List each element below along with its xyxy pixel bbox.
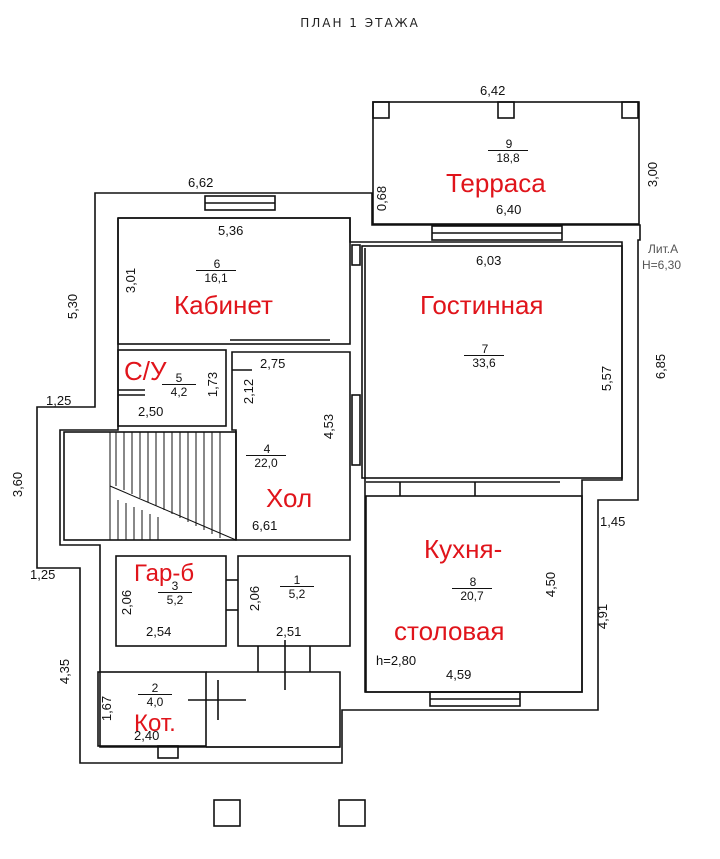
terrace-post-right [621,101,639,119]
room-number: 3 [171,579,179,593]
dim-terrace-inner: 6,40 [496,202,522,217]
boiler-wall [97,671,207,747]
dim-top-left: 6,62 [188,175,214,190]
dim-left-step2: 1,25 [30,567,56,582]
dim-right-lower: 4,91 [595,603,611,630]
dim-kitchen-width: 4,59 [446,667,472,682]
wc-wall [117,349,227,427]
room-label-kitchen-line2: столовая [394,616,505,646]
room-number: 4 [263,442,271,456]
dim-terrace-side: 0,68 [374,185,390,212]
dim-room1-depth: 2,06 [247,585,263,612]
terrace-post-mid [497,101,515,119]
room-number: 5 [175,371,183,385]
room-area: 33,6 [464,355,504,370]
room-label-garb: Гар-б [134,560,195,587]
garb-wall [115,555,227,647]
dim-left-upper: 5,30 [65,293,81,320]
dim-height-total: H=6,30 [642,258,682,272]
outer-wall [36,192,641,764]
dim-left-lower: 4,35 [57,658,73,685]
room-area: 20,7 [452,588,492,603]
room-label-terrace: Терраса [446,168,546,198]
dim-left-mid: 3,60 [10,471,26,498]
dim-right-upper: 6,85 [653,353,669,380]
room-label-wc: С/У [124,356,167,386]
dim-lit: Лит.А [648,242,679,256]
dim-office-width: 5,36 [218,223,244,238]
room-area: 4,0 [138,694,172,709]
room-area: 22,0 [246,455,286,470]
room-area: 18,8 [488,150,528,165]
room-area: 4,2 [162,384,196,399]
dim-hall-width: 6,61 [252,518,278,533]
porch-wall [206,671,341,748]
terrace-post-left [372,101,390,119]
dim-hall-small: 2,12 [241,378,257,405]
room-number: 6 [213,257,221,271]
room-label-boiler: Кот. [134,710,176,737]
room-number: 8 [469,575,477,589]
dim-terrace-top: 6,42 [480,83,506,98]
living-wall [361,245,623,479]
room-number: 7 [481,342,489,356]
dim-boiler-width: 2,40 [134,728,160,743]
step-right [338,799,366,827]
dim-garb-depth: 2,06 [119,589,135,616]
room-label-living: Гостинная [420,290,544,320]
dim-left-step1: 1,25 [46,393,72,408]
office-wall [117,217,351,345]
dim-hall-top: 2,75 [260,356,286,371]
dim-hall-depth: 4,53 [321,413,337,440]
dim-living-depth: 5,57 [599,365,615,392]
plan-title: ПЛАН 1 ЭТАЖА [300,16,420,30]
room-label-office: Кабинет [174,290,273,320]
dim-right-step: 1,45 [600,514,626,529]
room-number: 1 [293,573,301,587]
dim-terrace-right: 3,00 [645,161,661,188]
room-area: 5,2 [158,592,192,607]
room-label-kitchen-line1: Кухня- [424,534,503,564]
room-area: 16,1 [196,270,236,285]
room-number: 9 [505,137,513,151]
dim-room1-width: 2,51 [276,624,302,639]
dim-wc-width: 2,50 [138,404,164,419]
step-left [213,799,241,827]
dim-boiler-depth: 1,67 [99,695,115,722]
dim-kitchen-height: h=2,80 [376,653,417,668]
room1-wall [237,555,351,647]
room-number: 2 [151,681,159,695]
dim-kitchen-depth: 4,50 [543,571,559,598]
inner-wall-left [59,218,340,748]
room-label-hall: Хол [266,483,313,513]
dim-office-depth: 3,01 [123,267,139,294]
room-area: 5,2 [280,586,314,601]
dim-garb-width: 2,54 [146,624,172,639]
dim-living-width: 6,03 [476,253,502,268]
dim-wc-depth: 1,73 [205,371,221,398]
